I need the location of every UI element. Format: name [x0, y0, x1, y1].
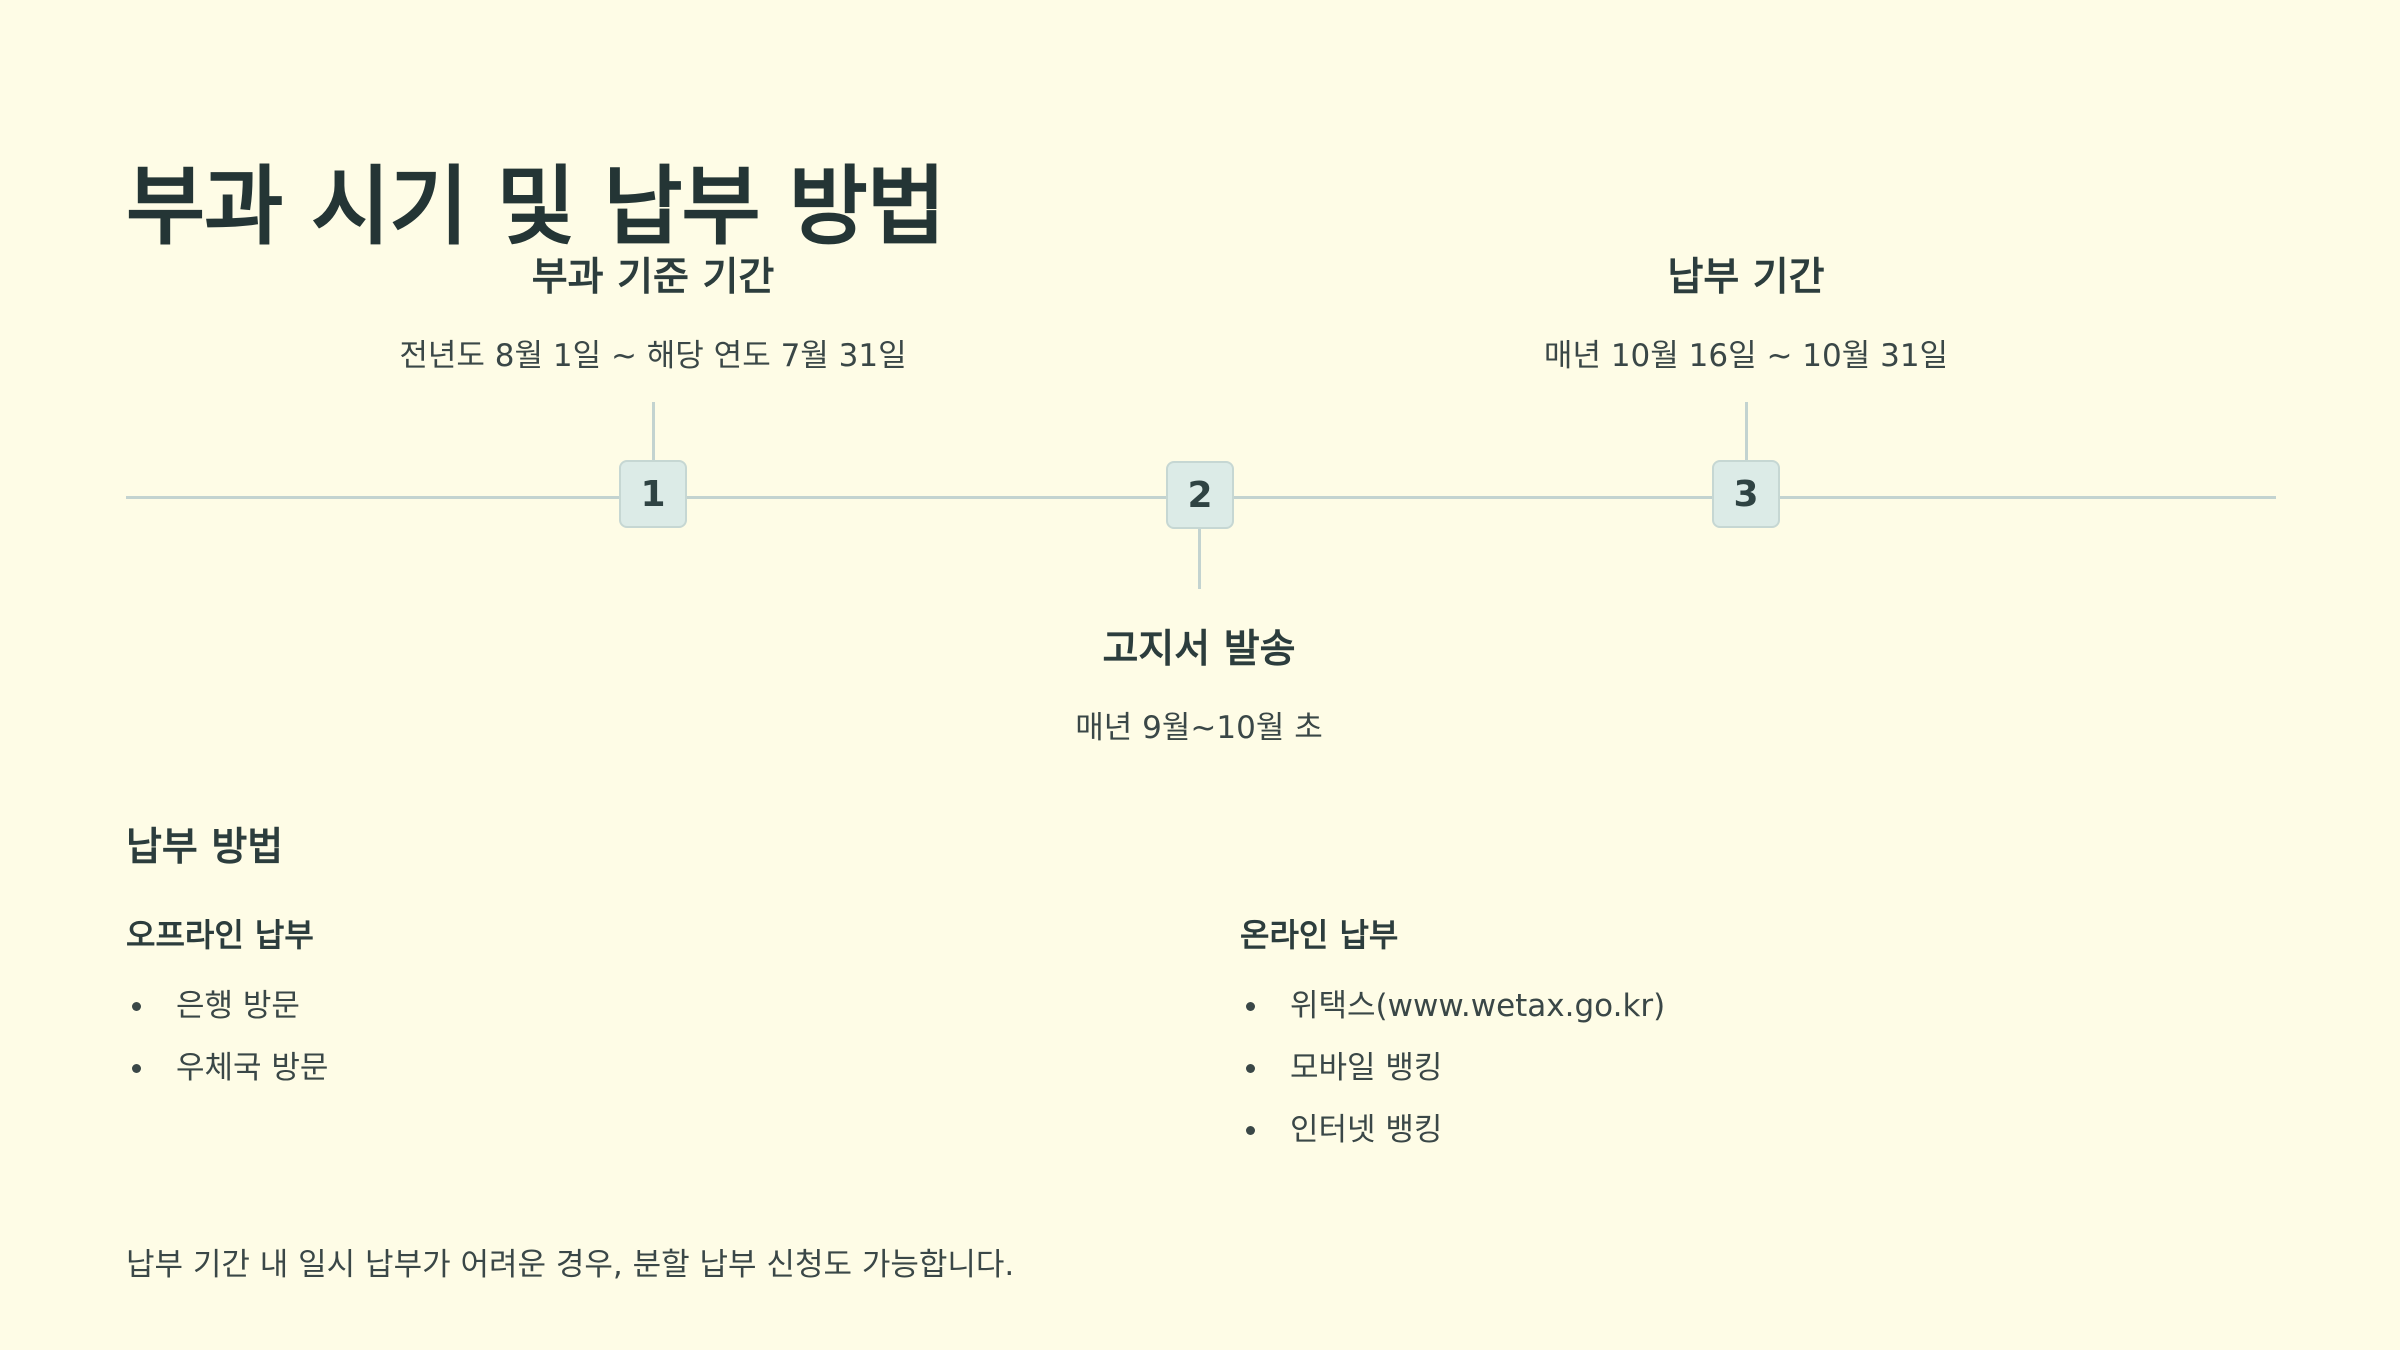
list-item: 인터넷 뱅킹 — [1240, 1110, 2240, 1172]
step-detail: 전년도 8월 1일 ~ 해당 연도 7월 31일 — [399, 338, 907, 374]
list-item-label: 인터넷 뱅킹 — [1290, 1112, 1443, 1148]
step-detail: 매년 9월~10월 초 — [1075, 710, 1323, 746]
timeline-step-3-label: 납부 기간 매년 10월 16일 ~ 10월 31일 — [1366, 246, 2126, 375]
step-heading: 납부 기간 — [1667, 255, 1825, 300]
list-item: 모바일 뱅킹 — [1240, 1048, 2240, 1110]
timeline-step-1-label: 부과 기준 기간 전년도 8월 1일 ~ 해당 연도 7월 31일 — [273, 246, 1033, 375]
timeline-marker-1: 1 — [619, 460, 687, 528]
online-list: 위택스(www.wetax.go.kr) 모바일 뱅킹 인터넷 뱅킹 — [1240, 986, 2240, 1172]
timeline-connector — [1745, 402, 1748, 460]
page-title: 부과 시기 및 납부 방법 — [126, 156, 946, 257]
timeline-marker-2: 2 — [1166, 461, 1234, 529]
step-heading: 부과 기준 기간 — [531, 255, 775, 300]
installment-note: 납부 기간 내 일시 납부가 어려운 경우, 분할 납부 신청도 가능합니다. — [126, 1247, 1015, 1283]
timeline-marker-3: 3 — [1712, 460, 1780, 528]
step-detail: 매년 10월 16일 ~ 10월 31일 — [1543, 338, 1949, 374]
list-item: 우체국 방문 — [126, 1048, 1126, 1110]
online-payment-section: 온라인 납부 위택스(www.wetax.go.kr) 모바일 뱅킹 인터넷 뱅… — [1240, 910, 2240, 1172]
bullet-icon — [1246, 1064, 1255, 1073]
timeline-connector — [1198, 529, 1201, 589]
step-heading: 고지서 발송 — [1102, 627, 1296, 672]
bullet-icon — [1246, 1126, 1255, 1135]
online-heading: 온라인 납부 — [1240, 916, 1399, 954]
list-item-label: 위택스(www.wetax.go.kr) — [1290, 988, 1666, 1024]
list-item-label: 은행 방문 — [176, 988, 300, 1024]
list-item-label: 우체국 방문 — [176, 1050, 329, 1086]
methods-heading: 납부 방법 — [126, 825, 284, 871]
offline-payment-section: 오프라인 납부 은행 방문 우체국 방문 — [126, 910, 1126, 1110]
list-item-label: 모바일 뱅킹 — [1290, 1050, 1443, 1086]
offline-list: 은행 방문 우체국 방문 — [126, 986, 1126, 1110]
list-item: 위택스(www.wetax.go.kr) — [1240, 986, 2240, 1048]
list-item: 은행 방문 — [126, 986, 1126, 1048]
timeline-connector — [652, 402, 655, 460]
bullet-icon — [1246, 1002, 1255, 1011]
bullet-icon — [132, 1002, 141, 1011]
bullet-icon — [132, 1064, 141, 1073]
timeline-step-2-label: 고지서 발송 매년 9월~10월 초 — [819, 618, 1579, 747]
offline-heading: 오프라인 납부 — [126, 916, 314, 954]
